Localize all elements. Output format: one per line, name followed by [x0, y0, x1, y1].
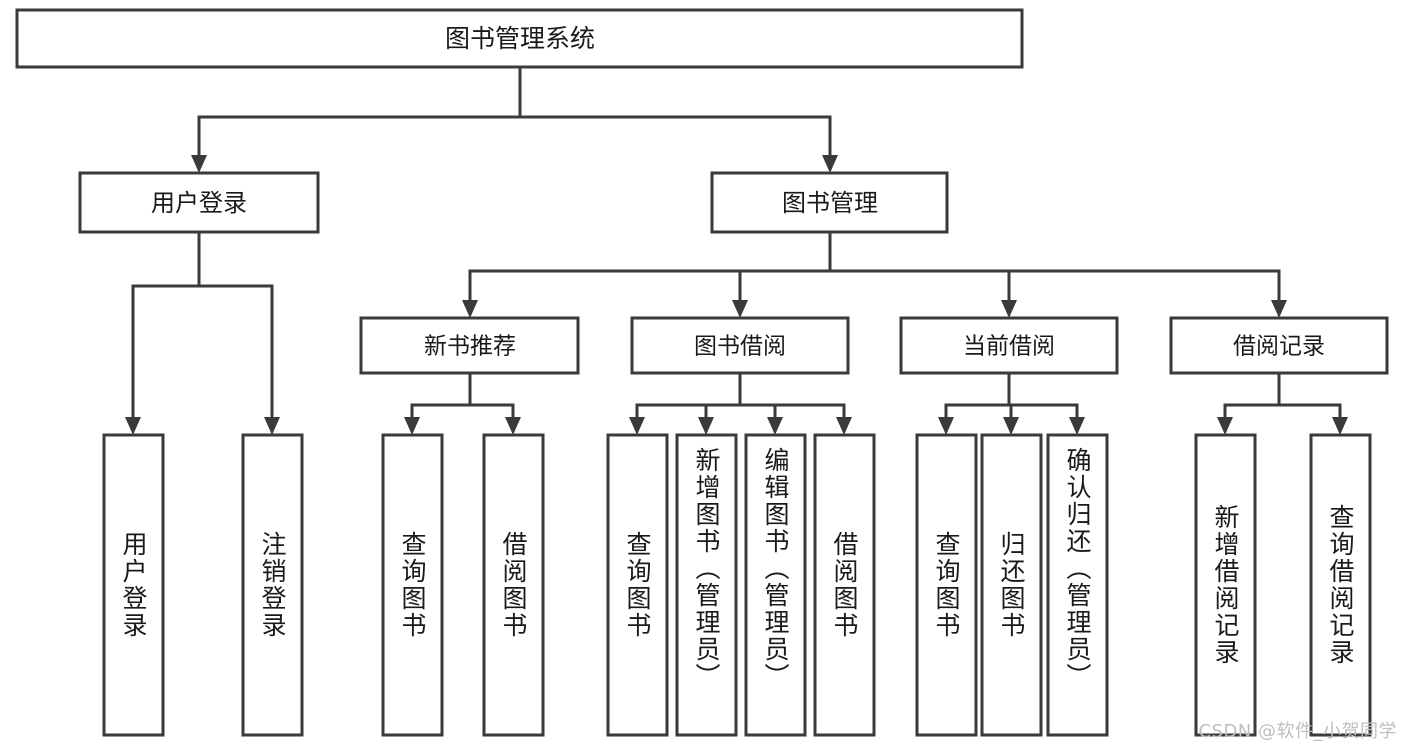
- leaf-box-current-confirm[interactable]: [1046, 433, 1109, 737]
- leaf-box-record-query[interactable]: [1309, 433, 1372, 737]
- node-book-borrow-label: 图书借阅: [694, 334, 786, 360]
- arrow-borrowrecord-leaf-2: [1332, 417, 1348, 435]
- leaf-box-user-login[interactable]: [102, 433, 165, 737]
- arrow-to-user-login: [191, 155, 207, 173]
- node-book-borrow-box[interactable]: [630, 316, 850, 375]
- leaf-box-current-query[interactable]: [915, 433, 978, 737]
- arrow-bookborrow-leaf-4: [836, 417, 852, 435]
- leaf-box-borrow-query[interactable]: [606, 433, 669, 737]
- arrow-userlogin-leaf-1: [125, 417, 141, 435]
- node-new-book-recommend-label: 新书推荐: [424, 334, 516, 360]
- node-current-borrow[interactable]: 当前借阅: [899, 316, 1119, 375]
- arrow-newbook-leaf-1: [404, 417, 420, 435]
- leaf-box-newbook-borrow[interactable]: [482, 433, 545, 737]
- arrow-newbook-leaf-2: [505, 417, 521, 435]
- arrow-currentborrow-leaf-2: [1003, 417, 1019, 435]
- node-current-borrow-label: 当前借阅: [963, 334, 1055, 360]
- node-user-login[interactable]: 用户登录: [78, 171, 320, 234]
- node-user-login-box[interactable]: [78, 171, 320, 234]
- arrow-to-borrow-record: [1271, 300, 1287, 318]
- connector-layer: [125, 65, 1348, 435]
- leaf-box-record-add[interactable]: [1194, 433, 1257, 737]
- leaf-box-logout[interactable]: [241, 433, 304, 737]
- arrow-bookborrow-leaf-2: [698, 417, 714, 435]
- node-borrow-record-label: 借阅记录: [1233, 334, 1325, 360]
- arrow-to-new-book-recommend: [462, 300, 478, 318]
- arrow-currentborrow-leaf-1: [938, 417, 954, 435]
- node-book-borrow[interactable]: 图书借阅: [630, 316, 850, 375]
- node-borrow-record-box[interactable]: [1169, 316, 1389, 375]
- node-new-book-recommend[interactable]: 新书推荐: [359, 316, 580, 375]
- leaf-box-borrow-add[interactable]: [675, 433, 738, 737]
- arrow-to-book-borrow: [732, 300, 748, 318]
- node-book-manage-label: 图书管理: [782, 189, 878, 217]
- leaf-box-newbook-query[interactable]: [381, 433, 444, 737]
- leaf-box-borrow-edit[interactable]: [744, 433, 807, 737]
- node-new-book-recommend-box[interactable]: [359, 316, 580, 375]
- arrow-currentborrow-leaf-3: [1069, 417, 1085, 435]
- node-root-label: 图书管理系统: [445, 24, 595, 53]
- leaf-box-layer: [102, 433, 1372, 737]
- node-book-manage[interactable]: 图书管理: [710, 171, 949, 234]
- arrow-to-book-manage: [822, 155, 838, 173]
- leaf-box-borrow-lend[interactable]: [813, 433, 876, 737]
- arrow-to-current-borrow: [1001, 300, 1017, 318]
- leaf-box-current-return[interactable]: [980, 433, 1043, 737]
- arrow-bookborrow-leaf-3: [767, 417, 783, 435]
- node-borrow-record[interactable]: 借阅记录: [1169, 316, 1389, 375]
- arrow-borrowrecord-leaf-1: [1217, 417, 1233, 435]
- node-book-manage-box[interactable]: [710, 171, 949, 234]
- arrow-bookborrow-leaf-1: [629, 417, 645, 435]
- node-user-login-label: 用户登录: [151, 189, 247, 217]
- arrow-userlogin-leaf-2: [264, 417, 280, 435]
- node-current-borrow-box[interactable]: [899, 316, 1119, 375]
- node-root-box[interactable]: [15, 8, 1024, 69]
- node-root[interactable]: 图书管理系统: [15, 8, 1024, 69]
